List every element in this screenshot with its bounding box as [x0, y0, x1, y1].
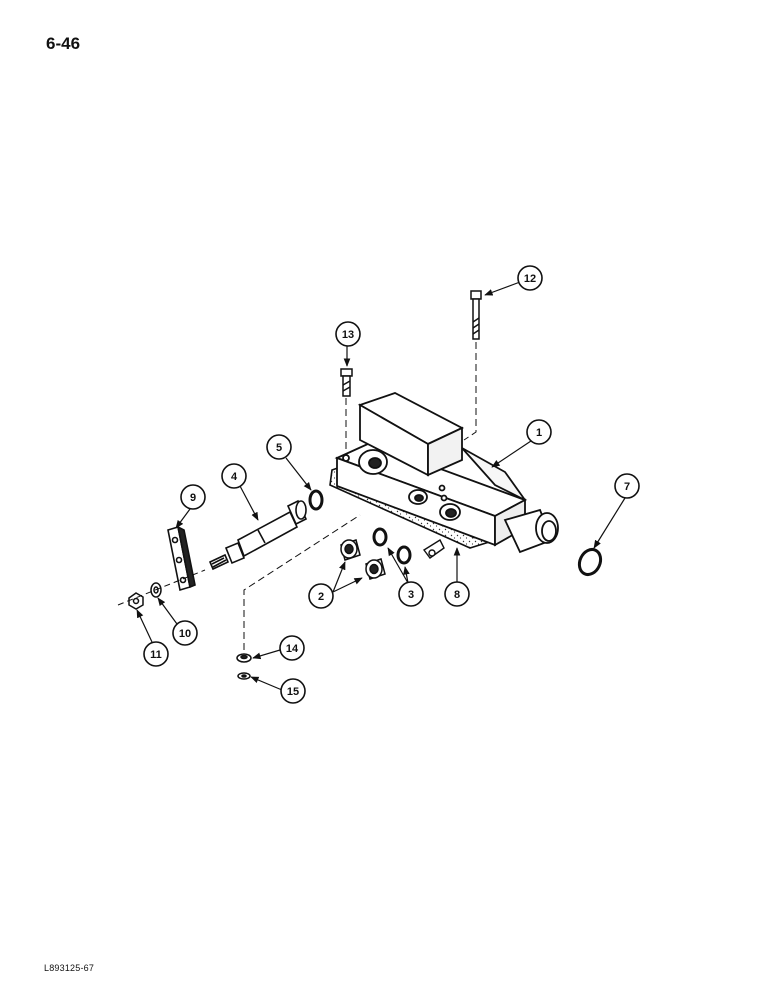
callout-10: 10 — [172, 620, 198, 646]
callout-13: 13 — [335, 321, 361, 347]
callout-11: 11 — [143, 641, 169, 667]
svg-text:2: 2 — [318, 591, 324, 603]
washer-centerline — [243, 514, 361, 650]
link-plate-part-9 — [167, 525, 196, 592]
nut-part-11 — [128, 592, 144, 610]
bolt-part-13 — [340, 368, 353, 397]
plug-part-2-upper — [340, 539, 361, 561]
svg-text:5: 5 — [276, 442, 282, 454]
svg-text:14: 14 — [286, 643, 299, 655]
callout-2: 2 — [308, 583, 334, 609]
callout-8: 8 — [444, 581, 470, 607]
svg-text:1: 1 — [536, 427, 542, 439]
callout-12: 12 — [517, 265, 543, 291]
washer-part-15 — [237, 672, 251, 680]
callout-4: 4 — [221, 463, 247, 489]
svg-text:4: 4 — [231, 471, 238, 483]
svg-text:3: 3 — [408, 589, 414, 601]
o-ring-part-5 — [308, 489, 324, 511]
leader-lines — [136, 281, 626, 691]
callout-14: 14 — [279, 635, 305, 661]
washer-part-14 — [236, 653, 252, 663]
gasket-tab — [422, 538, 445, 559]
svg-text:8: 8 — [454, 589, 460, 601]
plug-part-2-lower — [365, 558, 386, 580]
svg-text:7: 7 — [624, 481, 630, 493]
washer-part-10 — [150, 582, 162, 598]
shaft-part-4 — [208, 499, 308, 571]
svg-text:12: 12 — [524, 273, 536, 285]
callout-7: 7 — [614, 473, 640, 499]
svg-text:15: 15 — [287, 686, 299, 698]
figure-id: L893125-67 — [44, 963, 95, 973]
valve-body-part-1 — [334, 392, 559, 554]
nut-centerline — [117, 569, 206, 606]
o-ring-part-3 — [372, 527, 412, 565]
callout-5: 5 — [266, 434, 292, 460]
svg-text:10: 10 — [179, 628, 191, 640]
callout-3: 3 — [398, 581, 424, 607]
callout-15: 15 — [280, 678, 306, 704]
callout-1: 1 — [526, 419, 552, 445]
svg-text:11: 11 — [150, 649, 162, 661]
bolt-12-centerline — [463, 342, 477, 441]
callout-9: 9 — [180, 484, 206, 510]
page-number: 6-46 — [46, 34, 81, 53]
svg-text:9: 9 — [190, 492, 196, 504]
bolt-part-12 — [470, 290, 482, 340]
svg-text:13: 13 — [342, 329, 354, 341]
o-ring-part-7 — [577, 547, 603, 577]
